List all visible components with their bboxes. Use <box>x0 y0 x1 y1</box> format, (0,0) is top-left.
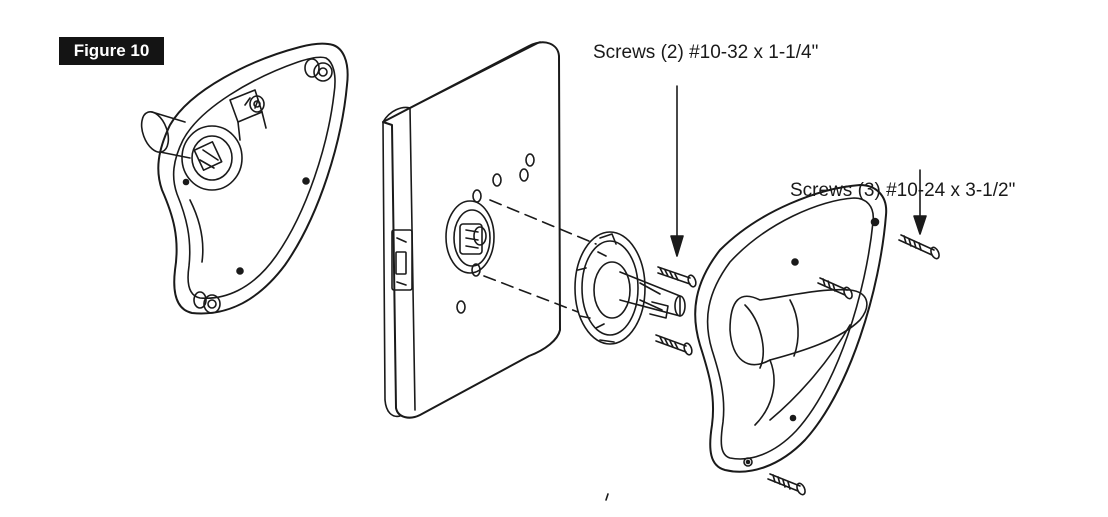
escutcheon-rear-view <box>137 44 348 314</box>
escutcheon-front <box>695 185 886 472</box>
mounting-plate <box>575 232 685 344</box>
alignment-lines <box>484 200 596 312</box>
rear-rose <box>182 126 242 190</box>
figure-label: Figure 10 <box>59 37 164 65</box>
bore-hole <box>446 201 494 273</box>
screw <box>899 235 941 260</box>
latch-plate <box>392 230 412 290</box>
screws-10-24-callout: Screws (3) #10-24 x 3-1/2" <box>790 180 1016 201</box>
door-section <box>383 42 560 418</box>
door-hole <box>526 154 534 166</box>
artifact-mark <box>606 494 608 500</box>
door-hole <box>520 169 528 181</box>
door-hole <box>473 190 481 202</box>
screws-10-32-callout: Screws (2) #10-32 x 1-1/4" <box>593 42 819 63</box>
screw <box>656 335 693 356</box>
screw <box>768 474 807 496</box>
hub-end <box>137 108 174 156</box>
screw <box>658 267 697 288</box>
callout-arrow <box>671 86 683 256</box>
door-hole <box>493 174 501 186</box>
door-hole <box>457 301 465 313</box>
lever-handle <box>730 290 867 365</box>
screw <box>818 278 854 300</box>
callout-arrow <box>914 170 926 234</box>
